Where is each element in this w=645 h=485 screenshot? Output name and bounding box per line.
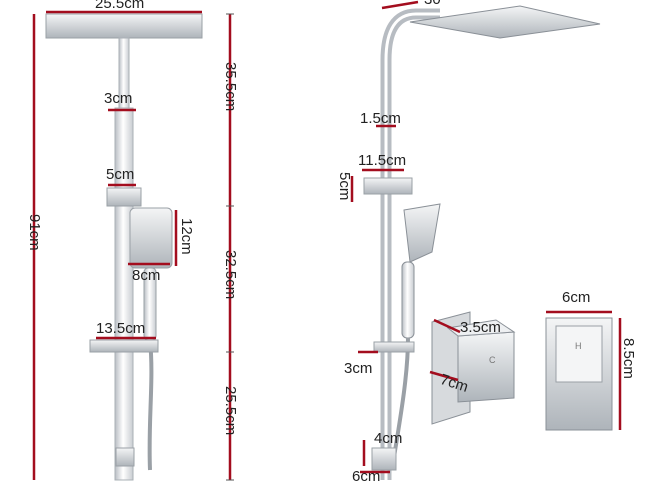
label-handheld-width: 8cm [132,267,161,284]
dim-head-top [381,0,419,10]
side-dimension-lines [350,0,622,474]
label-total-height: 91cm [26,214,43,251]
label-head-top: 30 [424,0,441,7]
label-top-section: 35.5cm [222,62,239,112]
label-plate-height: 8.5cm [620,338,637,379]
label-handheld-height: 12cm [178,218,195,255]
label-bottom-section: 25.5cm [222,386,239,436]
front-shower-head [45,13,203,39]
label-slider-width: 11.5cm [358,152,407,169]
label-plate-width: 6cm [562,289,591,306]
label-holder-width: 13.5cm [96,320,146,337]
plate-hot-mark: H [575,341,582,351]
front-holder [89,339,159,353]
label-mid-section: 32.5cm [222,250,239,300]
plate-lever [555,325,603,383]
front-dimension-lines [32,10,232,480]
label-slider-height: 5cm [336,172,353,201]
front-main-pipe [114,107,134,481]
label-arm: 3cm [104,90,133,107]
front-elbow [115,447,135,467]
side-holder [373,341,415,353]
side-shower-head [409,5,601,39]
front-slider [106,187,142,207]
mixer-valve [431,311,516,425]
label-pipe: 1.5cm [360,110,401,127]
label-holder-depth: 3cm [344,360,373,377]
label-elbow-width: 6cm [352,468,381,485]
label-head-width: 25.5cm [95,0,145,12]
dim-mixer-side [429,370,459,382]
mixer-lever-top [446,319,516,337]
label-rail-width: 5cm [106,166,135,183]
front-dimension-ticks [226,13,234,481]
mixer-cold-mark: C [489,355,496,365]
front-hose [147,339,154,471]
label-mixer-depth: 3.5cm [460,319,501,336]
label-elbow-height: 4cm [374,430,403,447]
front-view-shower [45,13,203,481]
dim-mixer-depth [433,318,461,334]
wall-plate [545,317,613,431]
front-handheld-head [129,207,173,269]
side-handheld-handle [401,261,415,339]
side-handheld-head [403,203,441,263]
side-slider [363,177,413,195]
side-elbow [371,447,397,471]
side-view-shower [363,5,601,480]
